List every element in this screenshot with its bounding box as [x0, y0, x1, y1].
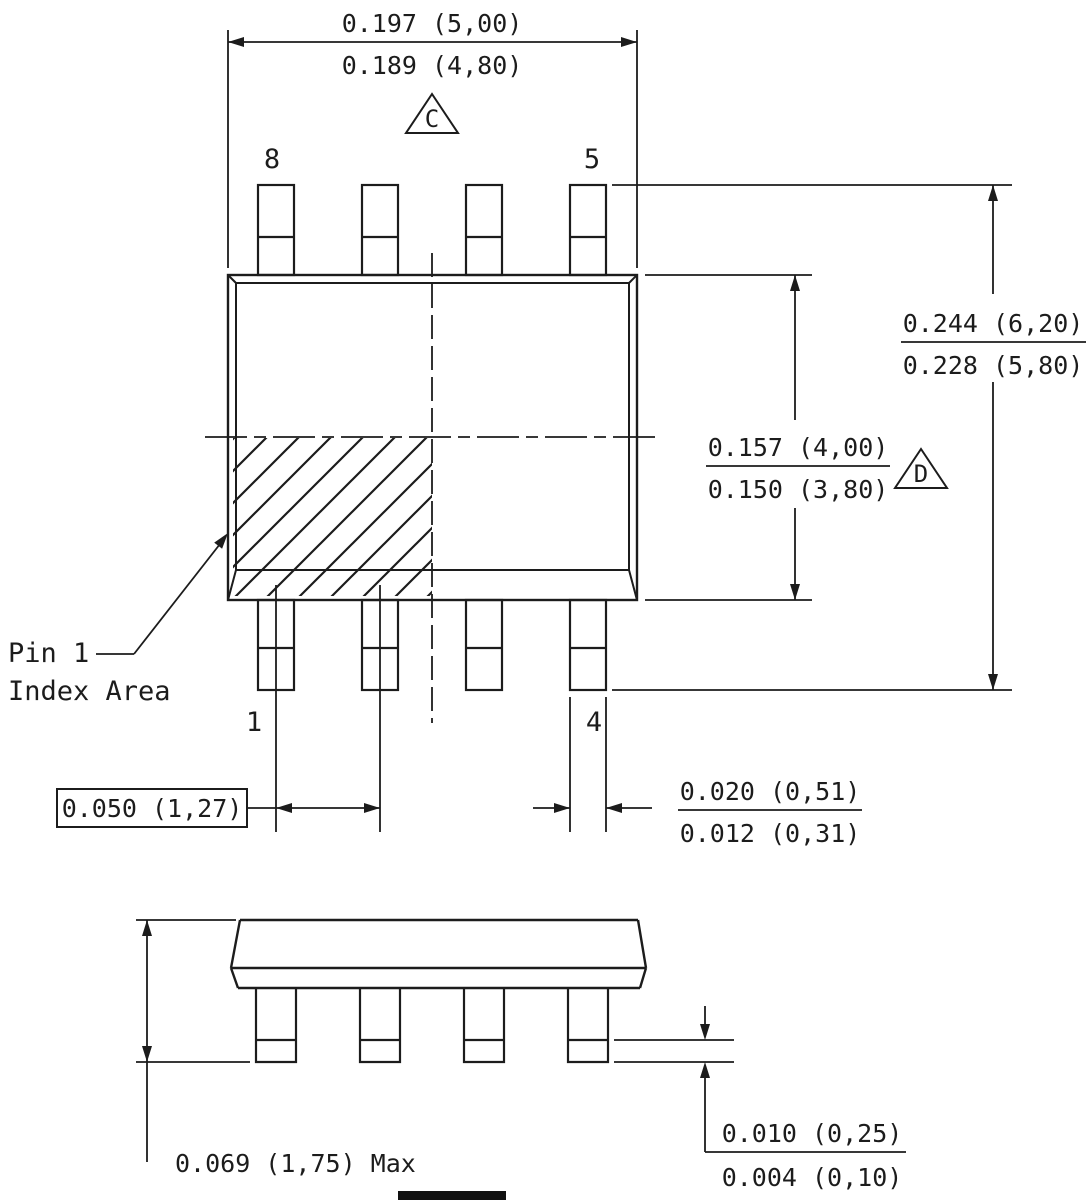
side-lead: [254, 988, 298, 1064]
body-left-upper: [229, 919, 242, 969]
dim-body-length: [227, 30, 638, 268]
arrowhead-left: [228, 37, 244, 47]
dim-text-backing: [698, 420, 898, 508]
side-lead: [358, 988, 402, 1064]
arrowhead-down: [790, 584, 800, 600]
dim-text-backing: [893, 294, 1090, 382]
pin-number-4: 4: [586, 707, 602, 738]
dim-body-length-max: 0.197 (5,00): [342, 9, 523, 38]
arrowhead-right: [621, 37, 637, 47]
datum-triangle: [893, 447, 949, 489]
body-left-lower: [229, 967, 240, 989]
top-row-leads: [256, 183, 608, 277]
pin1-callout-line2: Index Area: [8, 676, 171, 707]
lead: [464, 183, 504, 277]
cropped-text-artifact: [398, 1191, 506, 1200]
dim-standoff: [614, 1006, 906, 1153]
side-view-package: [229, 918, 648, 1064]
corner-bevel-br: [628, 569, 638, 601]
arrowhead-down: [988, 674, 998, 690]
pin1-callout-line1: Pin 1: [8, 638, 89, 669]
body-right-upper: [636, 919, 648, 969]
lead: [464, 598, 504, 692]
dim-overall-width-max: 0.244 (6,20): [903, 309, 1084, 338]
side-lead: [462, 988, 506, 1064]
dim-body-width-max: 0.157 (4,00): [708, 433, 889, 462]
dim-lead-width-max: 0.020 (0,51): [680, 777, 861, 806]
dim-overall-width-min: 0.228 (5,80): [903, 351, 1084, 380]
leader-line: [133, 543, 221, 655]
dim-height-max: 0.069 (1,75) Max: [175, 1149, 416, 1178]
dim-overall-width: [612, 184, 1012, 691]
lead: [360, 183, 400, 277]
datum-d-label: D: [914, 460, 928, 488]
arrowhead-left: [276, 803, 292, 813]
pin1-index-hatch-area: [233, 438, 432, 596]
dim-lead-width: [533, 697, 652, 832]
dim-body-width-min: 0.150 (3,80): [708, 475, 889, 504]
centerlines: [205, 253, 658, 723]
arrowhead-up: [142, 920, 152, 936]
corner-bevel-tl: [227, 274, 237, 284]
dim-pitch: [56, 585, 381, 832]
dim-pitch-value: 0.050 (1,27): [62, 794, 243, 823]
arrowhead-left: [606, 803, 622, 813]
datum-triangle: [404, 92, 460, 134]
dim-body-width: [645, 274, 812, 601]
side-lead: [566, 988, 610, 1064]
lead: [568, 598, 608, 692]
datum-d-flag: D: [893, 447, 949, 489]
dim-lead-width-min: 0.012 (0,31): [680, 819, 861, 848]
datum-c-label: C: [425, 105, 439, 133]
dim-standoff-min: 0.004 (0,10): [722, 1163, 903, 1192]
arrowhead-right: [364, 803, 380, 813]
pin1-index-callout: Pin 1 Index Area: [8, 533, 228, 707]
arrowhead-right: [554, 803, 570, 813]
body-right-lower: [638, 967, 648, 989]
arrowhead-up: [790, 275, 800, 291]
pin-number-1: 1: [246, 707, 262, 738]
arrowhead: [214, 533, 228, 549]
datum-c-flag: C: [404, 92, 460, 134]
arrowhead-down: [700, 1024, 710, 1040]
lead: [256, 183, 296, 277]
arrowhead-down: [142, 1046, 152, 1062]
corner-bevel-tr: [628, 274, 638, 284]
pin-number-8: 8: [264, 144, 280, 175]
dim-standoff-max: 0.010 (0,25): [722, 1119, 903, 1148]
arrowhead-up: [988, 185, 998, 201]
dim-height: [136, 919, 250, 1162]
pin-number-5: 5: [584, 144, 600, 175]
top-view-package-body: [226, 273, 639, 602]
lead: [568, 183, 608, 277]
dim-body-length-min: 0.189 (4,80): [342, 51, 523, 80]
arrowhead-up: [700, 1062, 710, 1078]
